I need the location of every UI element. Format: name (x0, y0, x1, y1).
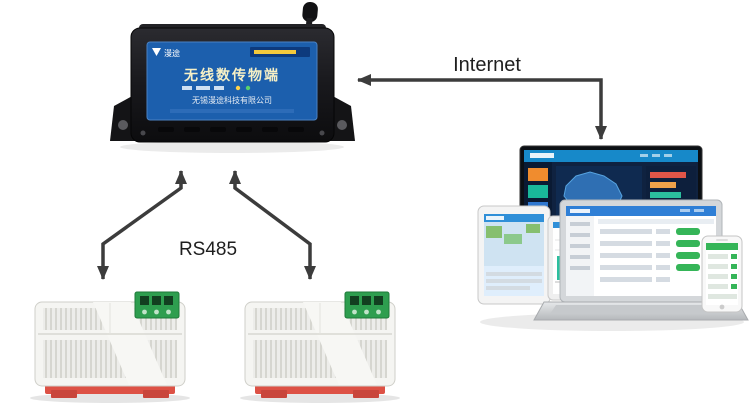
gateway-panel-content: 漫途 无线数传物端 无锡漫途科技有限公司 (152, 47, 310, 113)
led-green (245, 85, 251, 91)
mounting-flange-right (329, 94, 355, 141)
mounting-flange-left (110, 94, 136, 141)
rs485-sensor-1 (29, 291, 191, 404)
dashboard-header (524, 150, 698, 162)
rs485-sensor-2 (239, 291, 401, 404)
internet-label: Internet (453, 54, 521, 76)
gateway-device: 漫途 无线数传物端 无锡漫途科技有限公司 (110, 1, 355, 153)
phone (701, 235, 743, 313)
led-yellow (235, 85, 241, 91)
brand-logo-icon (152, 48, 161, 56)
gateway-shadow (120, 141, 344, 153)
gateway-title: 无线数传物端 (183, 67, 280, 83)
tablet-map (477, 205, 551, 305)
gateway-company: 无锡漫途科技有限公司 (192, 95, 272, 105)
home-button-icon (719, 304, 725, 310)
rs485-label: RS485 (179, 239, 237, 260)
gateway-brand: 漫途 (164, 48, 180, 58)
rs485-arrow-right (229, 170, 316, 280)
gateway-vent-slots (140, 127, 325, 136)
cloud-devices (477, 145, 749, 331)
internet-arrow (357, 74, 607, 140)
laptop (533, 199, 749, 321)
rs485-arrow-left (97, 170, 187, 280)
gateway-label-panel (146, 41, 318, 121)
